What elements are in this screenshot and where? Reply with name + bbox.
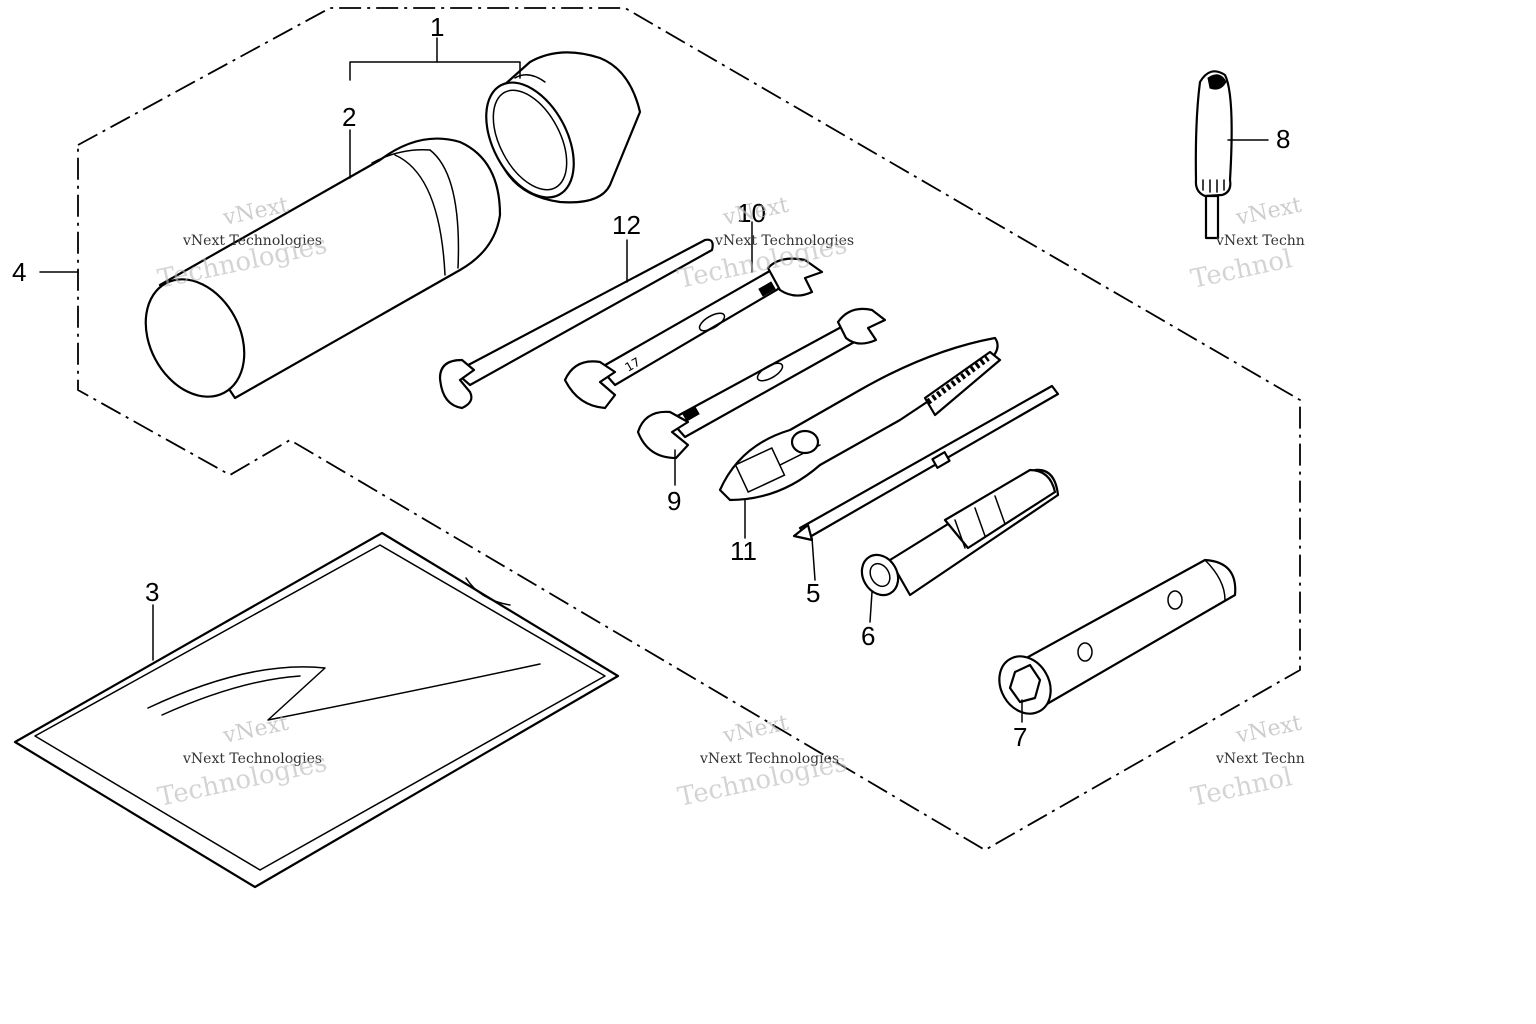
callout-8: 8 <box>1276 124 1290 154</box>
watermark-6: vNext vNext Techn Technol <box>1188 711 1305 813</box>
watermark-word-partial: Technol <box>1188 762 1295 813</box>
callout-2: 2 <box>342 102 356 132</box>
callout-5: 5 <box>806 578 820 608</box>
wrench-10: 17 <box>563 257 824 410</box>
callout-11: 11 <box>730 536 757 566</box>
small-screwdriver <box>1194 70 1233 240</box>
callout-12: 12 <box>612 210 641 240</box>
callout-1: 1 <box>430 12 444 42</box>
watermark-name: vNext Technologies <box>699 751 839 767</box>
callout-labels: 1 2 3 4 5 6 7 8 9 10 11 12 <box>12 12 1290 752</box>
wrench-12 <box>438 238 714 410</box>
watermark-word: vNext <box>1233 193 1304 231</box>
callout-6: 6 <box>861 621 875 651</box>
watermark-word-partial: Technol <box>1188 244 1295 295</box>
kit-boundary <box>77 7 1301 852</box>
wrench-9 <box>636 307 887 460</box>
callout-10: 10 <box>737 198 766 228</box>
tool-case-cap <box>485 51 642 204</box>
svg-text:17: 17 <box>623 355 643 375</box>
watermark-name: vNext Technologies <box>714 233 854 249</box>
screwdriver-handle <box>860 468 1060 597</box>
plug-box-wrench <box>998 558 1237 715</box>
pliers <box>718 336 1002 502</box>
screwdriver-shaft <box>792 384 1060 542</box>
owners-manual-bag <box>13 531 620 889</box>
watermark-name-partial: vNext Techn <box>1215 751 1305 767</box>
watermark-name-partial: vNext Techn <box>1215 233 1305 249</box>
callout-4: 4 <box>12 257 26 287</box>
watermark-word: vNext <box>720 711 791 749</box>
watermark-4: vNext vNext Technologies Technologies <box>675 711 850 813</box>
callout-7: 7 <box>1013 722 1027 752</box>
leader-lines <box>39 37 1269 723</box>
watermark-name: vNext Technologies <box>182 233 322 249</box>
callout-3: 3 <box>145 577 159 607</box>
watermark-name: vNext Technologies <box>182 751 322 767</box>
callout-9: 9 <box>667 486 681 516</box>
watermark-word: vNext <box>1233 711 1304 749</box>
tool-case-body <box>144 137 502 400</box>
